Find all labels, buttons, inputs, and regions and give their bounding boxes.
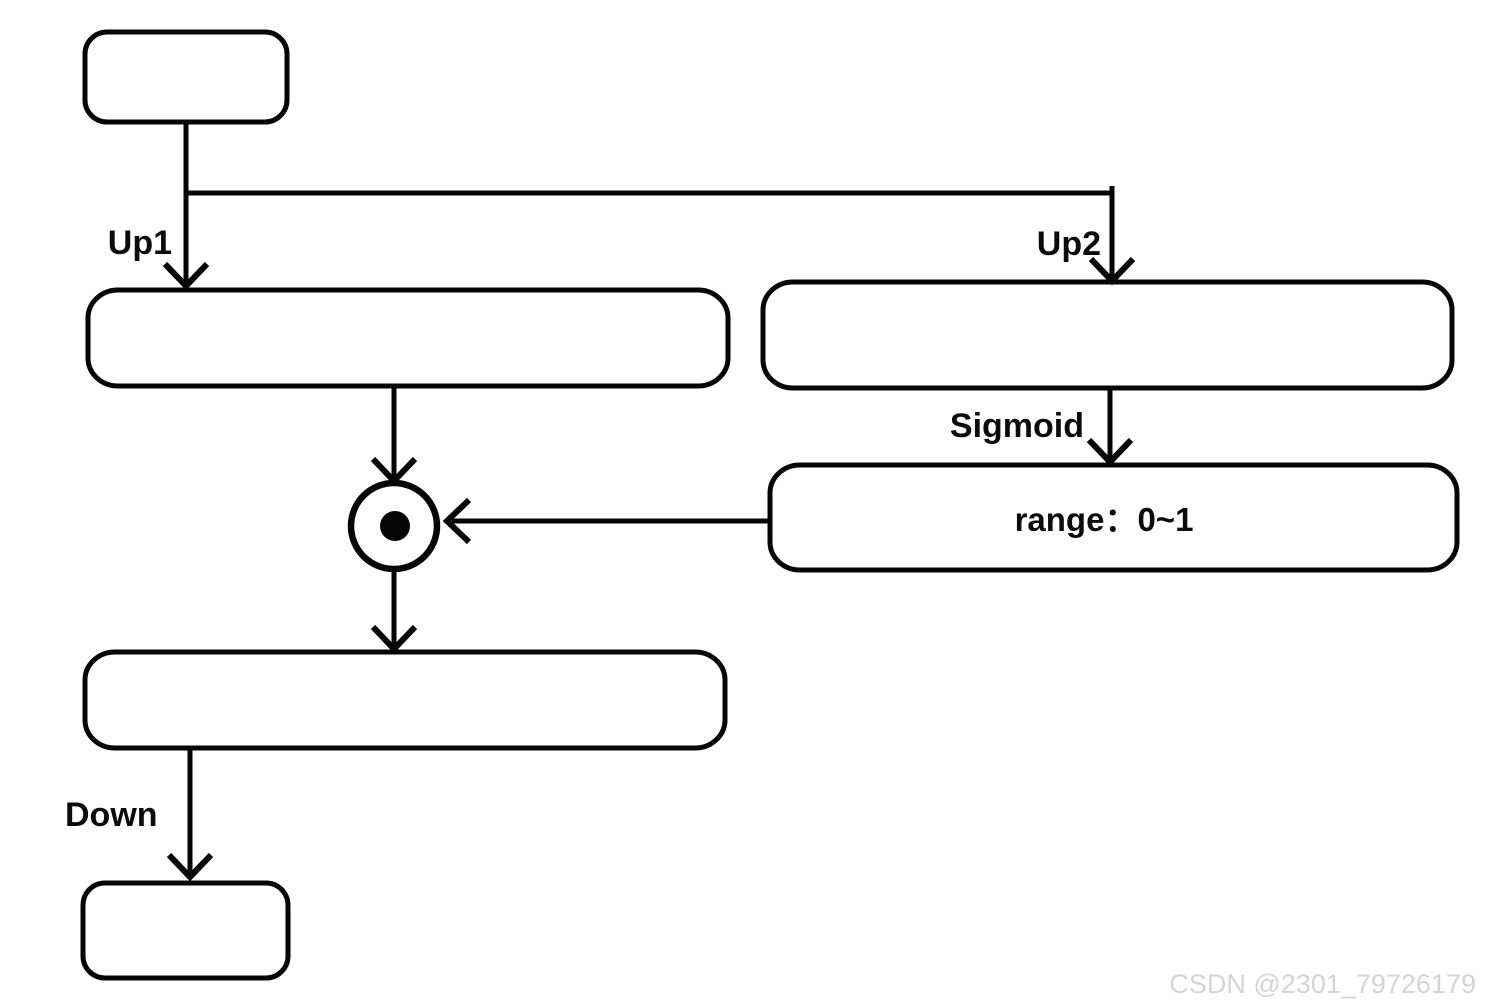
arrowhead-into-range-box (1086, 437, 1134, 467)
arrowhead-into-up1-box (162, 261, 210, 291)
sigmoid-range-box (767, 462, 1460, 573)
down-edge-label: Down (65, 796, 158, 834)
input-box-top (82, 29, 290, 125)
circle-dot-icon (380, 511, 410, 541)
range-box-label: range：0~1 (1015, 501, 1194, 538)
arrowhead-into-multiply-right (442, 497, 472, 545)
arrowhead-into-output-box (166, 852, 214, 882)
arrowhead-into-up2-box (1088, 256, 1136, 286)
output-box-bottom (80, 880, 291, 981)
up1-edge-label: Up1 (108, 224, 172, 262)
up2-feature-box (760, 279, 1455, 391)
fused-feature-box (82, 649, 728, 751)
csdn-watermark: CSDN @2301_79726179 (1169, 969, 1476, 999)
sigmoid-edge-label: Sigmoid (950, 407, 1084, 445)
up2-edge-label: Up2 (1037, 225, 1101, 263)
up1-feature-box (85, 287, 731, 389)
arrowhead-into-fused-box (370, 624, 418, 654)
elementwise-multiply-node (347, 479, 441, 573)
